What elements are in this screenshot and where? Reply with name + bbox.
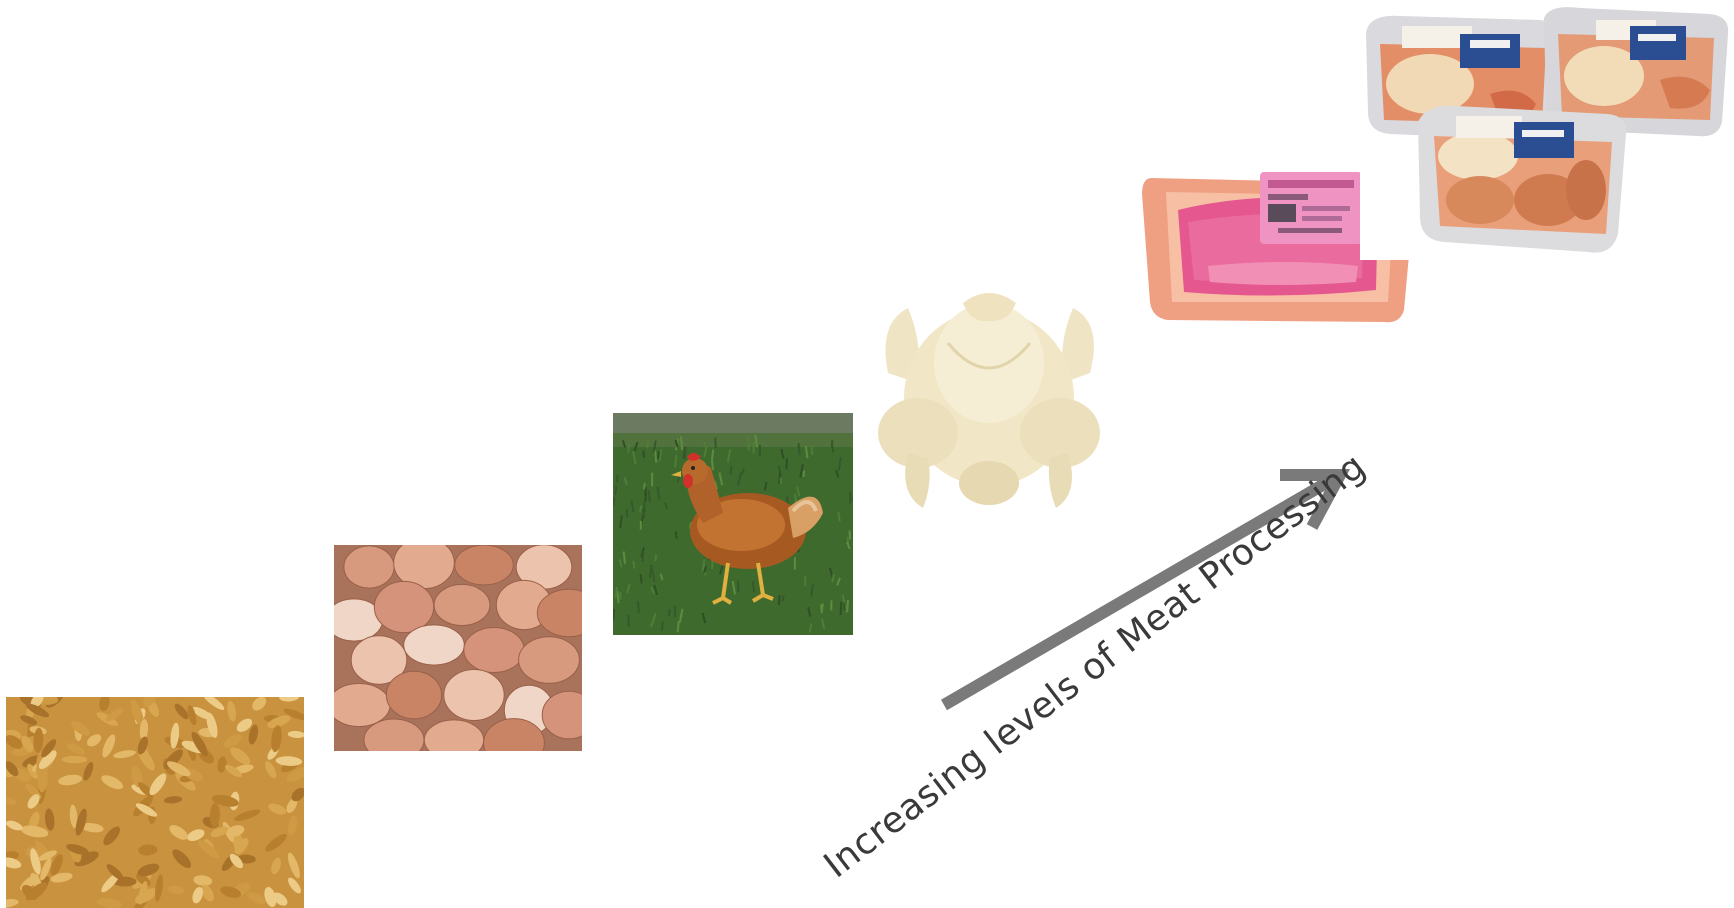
packs-photo	[1360, 4, 1732, 260]
chicken-photo	[613, 413, 853, 635]
eggs-photo	[334, 545, 582, 751]
grain-photo	[6, 697, 304, 908]
